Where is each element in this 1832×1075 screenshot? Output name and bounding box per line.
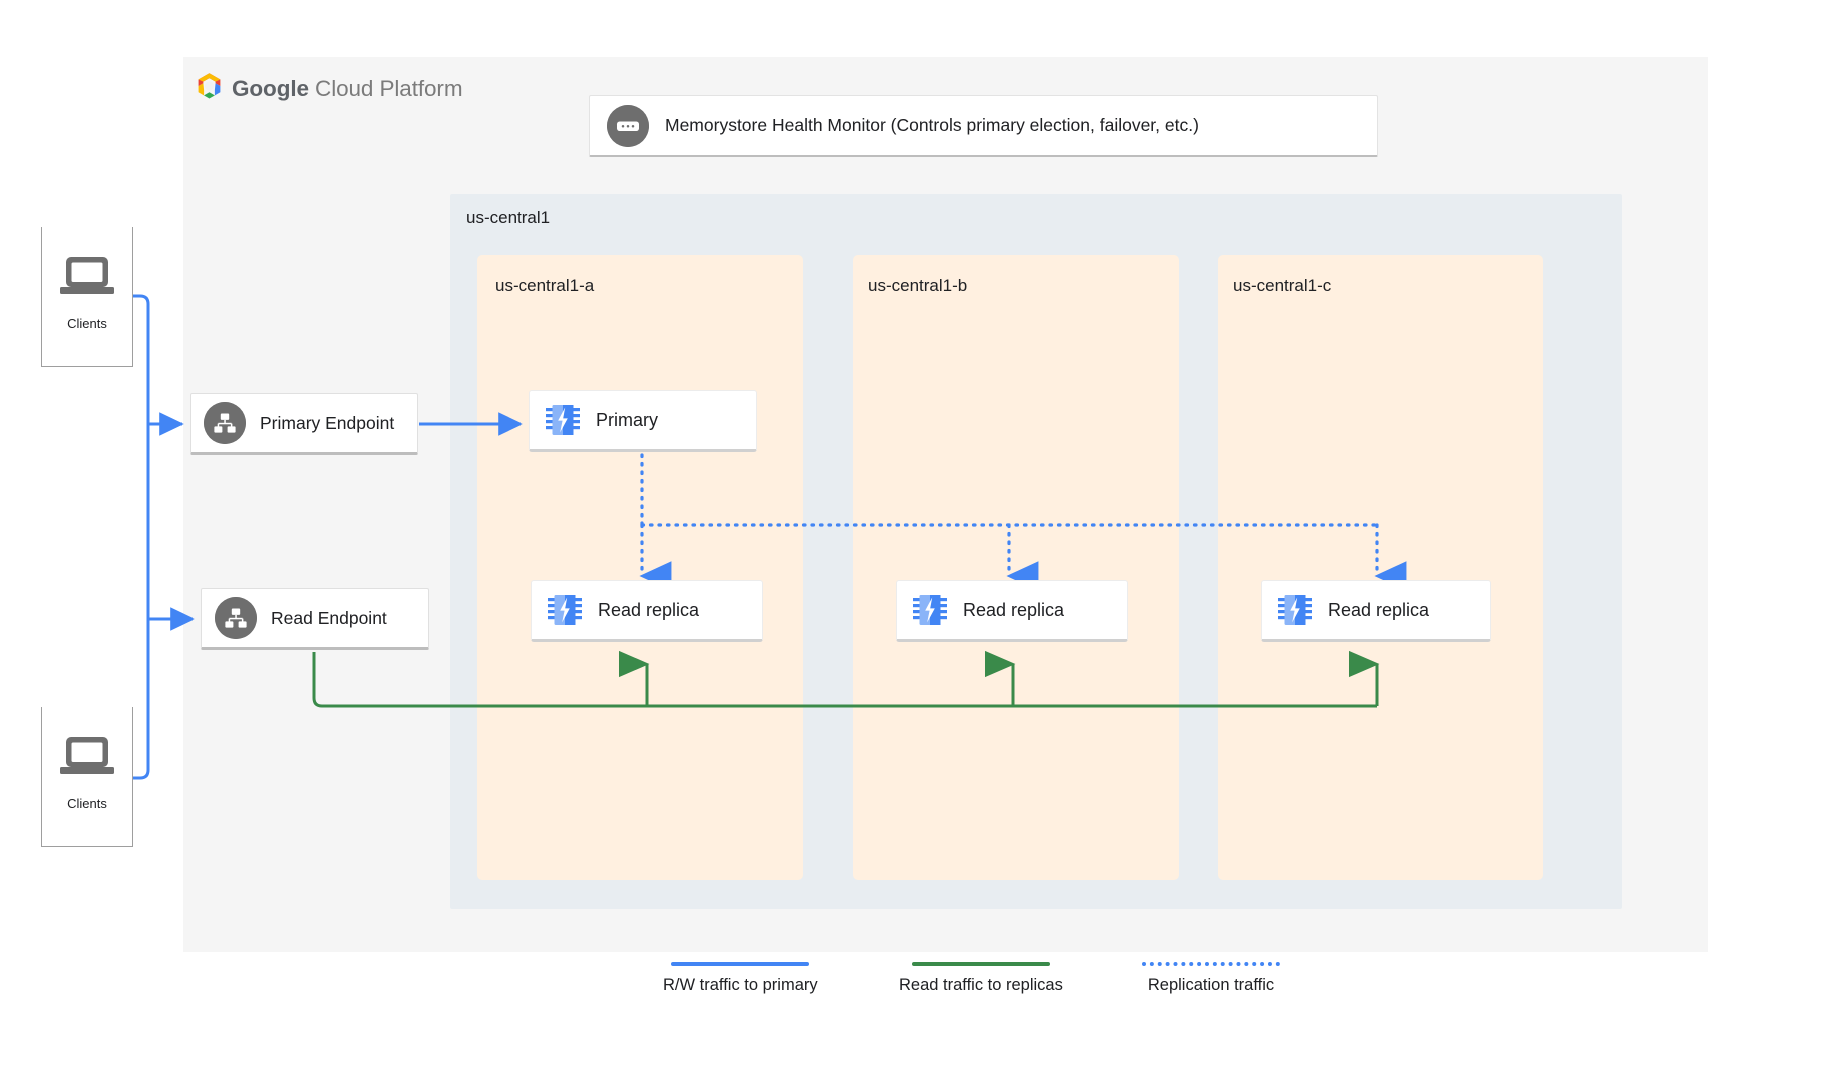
legend-label: Read traffic to replicas	[899, 976, 1063, 994]
zone-label-a: us-central1-a	[495, 276, 595, 295]
legend-item-read-traffic: Read traffic to replicas	[899, 962, 1063, 995]
legend-swatch-blue-dotted	[1142, 962, 1280, 966]
clients-label: Clients	[67, 316, 107, 331]
memorystore-chip-icon	[546, 591, 584, 629]
logo-wordmark: Google Cloud Platform	[232, 76, 463, 102]
read-replica-label: Read replica	[598, 599, 700, 620]
legend-swatch-green-solid	[911, 962, 1050, 966]
health-monitor-chat-icon	[607, 104, 649, 147]
read-replica-node-c: Read replica	[1261, 580, 1491, 642]
memorystore-health-monitor-box: Memorystore Health Monitor (Controls pri…	[589, 95, 1378, 157]
read-replica-label: Read replica	[963, 599, 1065, 620]
primary-endpoint-label: Primary Endpoint	[260, 412, 395, 433]
clients-box-bottom: Clients	[41, 707, 133, 847]
network-hierarchy-icon	[204, 402, 246, 444]
primary-node-label: Primary	[596, 409, 658, 430]
zone-panel-us-central1-a	[477, 255, 803, 880]
laptop-icon	[58, 734, 116, 778]
google-cloud-platform-logo: Google Cloud Platform	[196, 72, 463, 106]
read-replica-label: Read replica	[1328, 599, 1430, 620]
clients-label: Clients	[67, 796, 107, 811]
read-replica-node-b: Read replica	[896, 580, 1128, 642]
legend-swatch-blue-solid	[671, 962, 810, 966]
primary-endpoint-box: Primary Endpoint	[190, 393, 418, 455]
health-monitor-label: Memorystore Health Monitor (Controls pri…	[665, 115, 1199, 135]
google-cloud-hexagon-icon	[196, 72, 223, 106]
clients-box-top: Clients	[41, 227, 133, 367]
legend-item-rw-traffic: R/W traffic to primary	[663, 962, 818, 995]
read-endpoint-label: Read Endpoint	[271, 607, 387, 628]
laptop-icon	[58, 254, 116, 298]
region-label: us-central1	[466, 208, 551, 227]
zone-label-b: us-central1-b	[868, 276, 968, 295]
memorystore-chip-icon	[544, 401, 582, 439]
memorystore-chip-icon	[1276, 591, 1314, 629]
legend-label: R/W traffic to primary	[663, 976, 818, 994]
zone-panel-us-central1-c	[1218, 255, 1543, 880]
primary-node-box: Primary	[529, 390, 757, 452]
logo-wordmark-bold: Google	[232, 76, 309, 101]
read-endpoint-box: Read Endpoint	[201, 588, 429, 650]
network-hierarchy-icon	[215, 597, 257, 639]
zone-panel-us-central1-b	[853, 255, 1179, 880]
legend-label: Replication traffic	[1147, 976, 1275, 994]
legend-item-replication-traffic: Replication traffic	[1142, 962, 1280, 995]
memorystore-chip-icon	[911, 591, 949, 629]
read-replica-node-a: Read replica	[531, 580, 763, 642]
zone-label-c: us-central1-c	[1233, 276, 1332, 295]
logo-wordmark-light: Cloud Platform	[308, 76, 463, 101]
